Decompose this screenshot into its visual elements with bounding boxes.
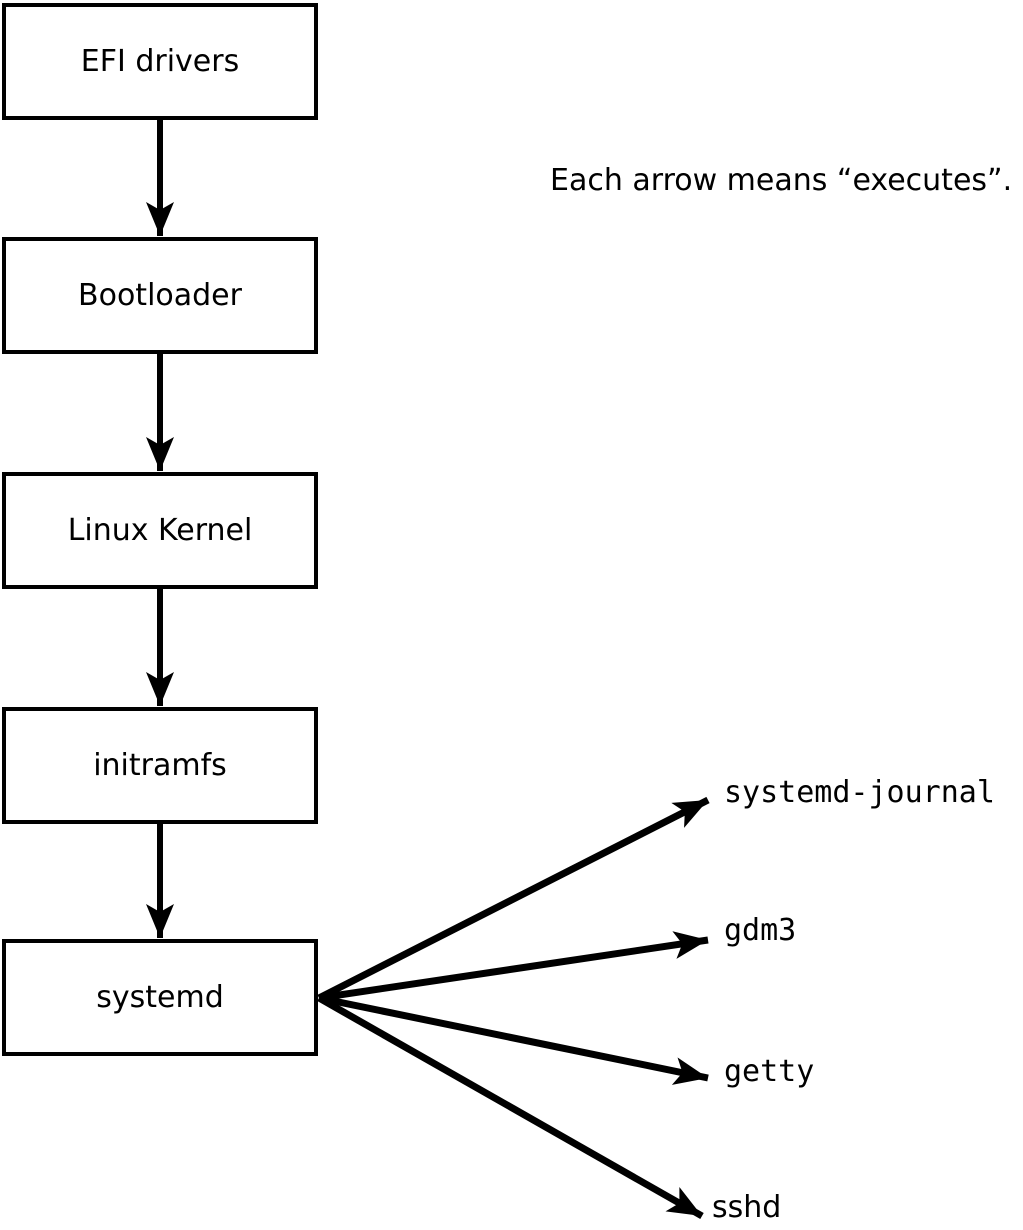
node-efi-drivers: EFI drivers (2, 3, 318, 120)
label-gdm3: gdm3 (724, 913, 797, 948)
legend-note: Each arrow means “executes”. (550, 163, 1013, 198)
node-systemd-label: systemd (96, 979, 224, 1015)
arrow-systemd-to-journal (317, 796, 710, 1002)
node-initramfs: initramfs (2, 707, 318, 824)
node-bootloader: Bootloader (2, 237, 318, 354)
label-systemd-journal: systemd-journal (724, 775, 995, 810)
node-bootloader-label: Bootloader (78, 277, 242, 313)
node-systemd: systemd (2, 939, 318, 1056)
label-sshd: sshd (712, 1190, 782, 1225)
node-linux-kernel-label: Linux Kernel (67, 512, 253, 548)
label-getty: getty (724, 1054, 815, 1089)
arrow-systemd-to-sshd (317, 994, 704, 1220)
node-linux-kernel: Linux Kernel (2, 472, 318, 589)
arrow-systemd-to-gdm3 (318, 931, 709, 1002)
arrow-systemd-to-getty (318, 994, 709, 1085)
node-efi-drivers-label: EFI drivers (80, 43, 240, 79)
node-initramfs-label: initramfs (93, 747, 227, 783)
